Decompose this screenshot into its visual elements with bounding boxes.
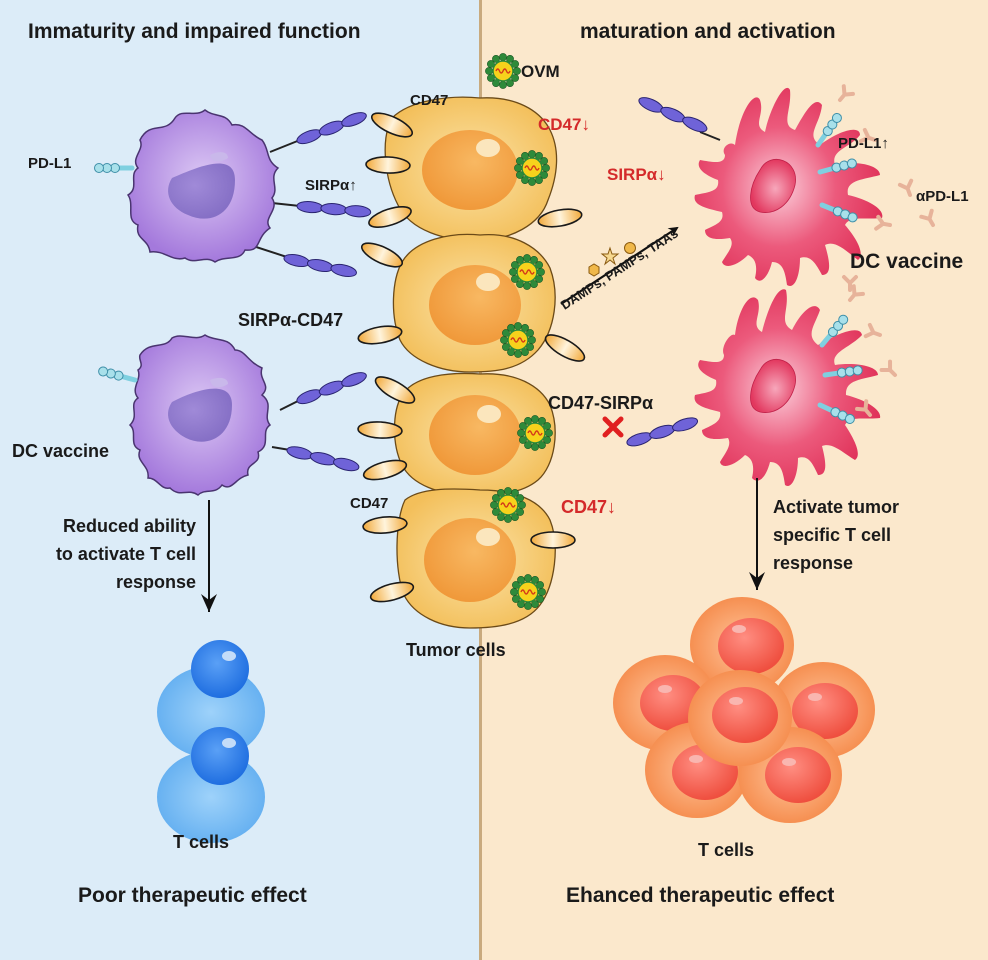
tumor-cells-label: Tumor cells [406,640,506,660]
right-panel-title: maturation and activation [580,20,836,43]
immature-dc-bottom [98,334,272,496]
right-down-arrow [749,478,765,590]
sirpa-chain-5 [271,443,361,474]
damps-arrow [560,226,679,305]
right-outcome-label: Ehanced therapeutic effect [566,884,835,907]
right-arrow-caption: Activate tumor specific T cell response [773,497,900,573]
cd47-label-bottom: CD47 [350,495,389,512]
cd47-down-label-bottom: CD47↓ [561,497,617,517]
left-panel-title: Immaturity and impaired function [28,20,361,43]
immature-dc-top [95,109,280,263]
sirpa-cd47-label: SIRPα-CD47 [238,310,344,330]
sirpa-chain-1 [269,109,369,153]
mature-dc-top [636,84,941,286]
pd-l1-up-label: PD-L1↑ [838,135,889,152]
dc-vaccine-label-left: DC vaccine [12,441,110,461]
sirpa-chain-3 [249,244,359,280]
damp-molecules [588,242,636,277]
anti-pd-l1-label: αPD-L1 [916,188,969,205]
dc-vaccine-label-right: DC vaccine [850,250,964,273]
cd47-label-top: CD47 [410,92,449,109]
cd47-sirpa-label: CD47-SIRPα [548,393,654,413]
t-cells-label-right: T cells [698,840,755,860]
t-cells-label-left: T cells [173,832,230,852]
activated-t-cells [613,597,875,823]
blocked-x-icon [602,416,624,438]
left-arrow-caption: Reduced ability to activate T cell respo… [55,516,196,592]
tumor-cell-1 [384,96,558,241]
ovm-label: OVM [521,62,560,81]
sirpa-up-label: SIRPα↑ [305,177,357,194]
pd-l1-label: PD-L1 [28,155,72,172]
mature-dc-bottom [624,275,899,486]
sirpa-chain-2 [271,199,372,219]
cd47-down-label-top: CD47↓ [538,115,590,134]
sirpa-down-label: SIRPα↓ [607,165,666,184]
left-outcome-label: Poor therapeutic effect [78,884,307,907]
tumor-cell-2 [392,233,556,373]
sirpa-chain-4 [279,369,369,411]
naive-t-cells [157,640,265,843]
left-down-arrow [201,500,217,612]
